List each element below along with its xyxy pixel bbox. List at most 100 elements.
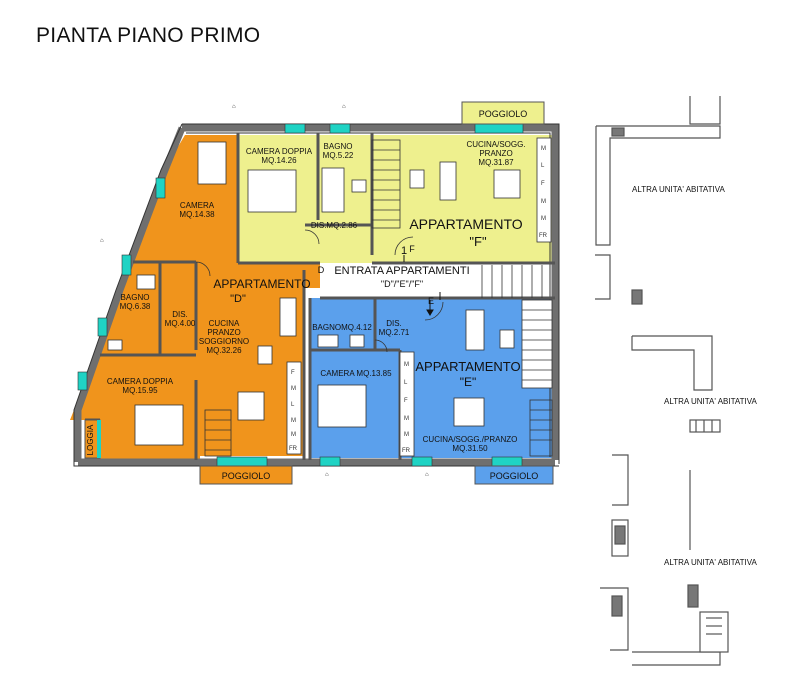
windows [77, 123, 524, 467]
apartment-f-code: "F" [469, 234, 487, 249]
other-unit-label-3: ALTRA UNITA' ABITATIVA [664, 558, 757, 567]
kitchen-d-letter: L [291, 402, 295, 408]
room-camera-doppia-d-area: MQ.15.95 [122, 386, 158, 395]
kitchen-d-letter: M [291, 418, 296, 424]
svg-text:⌂: ⌂ [325, 472, 329, 478]
kitchen-counter-d [286, 361, 302, 455]
room-cucina-d-line1: CUCINA [209, 319, 240, 328]
balcony-bottom-d-label: POGGIOLO [222, 471, 271, 481]
stairs-f [371, 139, 401, 229]
other-units-walls [595, 96, 729, 666]
entrance-labels: ENTRATA APPARTAMENTI "D"/"E"/"F" D F 1 E [318, 244, 470, 306]
stairs-east [521, 299, 553, 389]
room-bagno-d-name: BAGNO [121, 293, 150, 302]
labels-apt-f: CAMERA DOPPIA MQ.14.26 BAGNO MQ.5.22 DIS… [246, 140, 526, 249]
room-bagno-d-area: MQ.6.38 [120, 302, 151, 311]
kitchen-counter-f [536, 137, 552, 243]
stairs-d [204, 409, 232, 457]
corridor-fill [320, 263, 555, 298]
other-units-labels: ALTRA UNITA' ABITATIVA ALTRA UNITA' ABIT… [632, 185, 757, 567]
armchair-d [257, 345, 273, 365]
bed-camera-doppia-f [247, 169, 297, 213]
room-dis-d-area: MQ.4.00 [165, 319, 196, 328]
room-cucina-d-area: MQ.32.26 [206, 346, 242, 355]
bed-camera-e [317, 384, 367, 428]
table-f [493, 169, 521, 199]
apartment-f-title: APPARTAMENTO [409, 216, 522, 232]
table-d [237, 391, 265, 421]
room-cucina-d-line3: SOGGIORNO [199, 337, 249, 346]
room-bagno-f-area: MQ.5.22 [323, 151, 354, 160]
kitchen-e-letter: M [404, 362, 409, 368]
apartment-e-code: "E" [460, 375, 477, 389]
balcony-bottom-e-label: POGGIOLO [490, 471, 539, 481]
kitchen-f-letter: M [541, 146, 546, 152]
other-unit-label-2: ALTRA UNITA' ABITATIVA [664, 397, 757, 406]
armchair-e [499, 329, 515, 349]
kitchen-d-letter: M [291, 432, 296, 438]
outer-walls [74, 124, 559, 466]
stairs-e-small [529, 399, 553, 457]
kitchen-f-letter: F [541, 181, 545, 187]
kitchen-f-letter: M [541, 199, 546, 205]
balcony-top-label: POGGIOLO [479, 109, 528, 119]
apartment-e-title: APPARTAMENTO [415, 359, 520, 374]
entrance-arrows [403, 255, 441, 316]
kitchen-f-letter: L [541, 163, 545, 169]
kitchen-d-letter: M [291, 386, 296, 392]
balcony-top: POGGIOLO [461, 101, 545, 125]
kitchen-letters: M L F M M FR F M L M M FR M L F M M FR [289, 146, 548, 454]
balcony-bottom-e: POGGIOLO [474, 465, 554, 485]
kitchen-counter-e [399, 351, 415, 457]
svg-text:⌂: ⌂ [232, 104, 236, 110]
kitchen-e-letter: M [404, 432, 409, 438]
entrance-marker-f: F [409, 244, 415, 254]
room-cucina-e-name: CUCINA/SOGG./PRANZO [423, 435, 518, 444]
kitchen-e-letter: L [404, 380, 408, 386]
kitchen-f-letter: FR [539, 233, 548, 239]
kitchen-e-letter: FR [402, 448, 411, 454]
bed-camera-d [197, 141, 227, 185]
entrance-line1: ENTRATA APPARTAMENTI [334, 265, 469, 277]
page-title: PIANTA PIANO PRIMO [36, 24, 261, 47]
room-camera-e-name: CAMERA MQ.13.85 [320, 369, 392, 378]
room-cucina-f-area: MQ.31.87 [478, 158, 514, 167]
stairs-corridor [481, 265, 543, 298]
room-camera-d-name: CAMERA [180, 201, 215, 210]
sofa-d [279, 297, 297, 337]
svg-text:⌂: ⌂ [342, 104, 346, 110]
bathtub-f [321, 167, 345, 213]
labels-apt-d: CAMERA MQ.14.38 BAGNO MQ.6.38 DIS. MQ.4.… [107, 201, 311, 395]
room-dis-f-name: DIS.MQ.2.86 [311, 221, 358, 230]
room-cucina-d-line2: PRANZO [207, 328, 240, 337]
sofa-f [439, 161, 457, 201]
bath-fixture-e2 [349, 334, 365, 348]
room-cucina-f-line1: CUCINA/SOGG. [466, 140, 525, 149]
apartment-d-title: APPARTAMENTO [213, 277, 310, 291]
entrance-marker-d: D [318, 265, 325, 275]
loggia: LOGGIA [84, 419, 101, 459]
room-dis-e-area: MQ.2.71 [379, 328, 410, 337]
kitchen-d-letter: FR [289, 446, 298, 452]
entrance-marker-e: E [428, 296, 434, 306]
door-arcs [195, 229, 444, 353]
kitchen-d-letter: F [291, 370, 295, 376]
bath-fixture-d2 [107, 339, 123, 351]
entrance-line2: "D"/"E"/"F" [381, 279, 423, 289]
room-camera-doppia-d-name: CAMERA DOPPIA [107, 377, 174, 386]
kitchen-e-letter: M [404, 416, 409, 422]
bath-sink-f [351, 179, 367, 193]
apartment-e-fill [310, 298, 555, 458]
room-bagno-f-name: BAGNO [324, 142, 353, 151]
svg-text:⌂: ⌂ [425, 472, 429, 478]
room-cucina-e-area: MQ.31.50 [452, 444, 488, 453]
apartment-d-code: "D" [230, 293, 246, 305]
room-dis-e-name: DIS. [386, 319, 402, 328]
room-cucina-f-line2: PRANZO [479, 149, 512, 158]
room-camera-doppia-f-area: MQ.14.26 [261, 156, 297, 165]
other-unit-label-1: ALTRA UNITA' ABITATIVA [632, 185, 725, 194]
kitchen-e-letter: F [404, 398, 408, 404]
entrance-marker-1: 1 [401, 245, 407, 257]
room-camera-doppia-f-name: CAMERA DOPPIA [246, 147, 313, 156]
balcony-bottom-d: POGGIOLO [199, 465, 293, 485]
